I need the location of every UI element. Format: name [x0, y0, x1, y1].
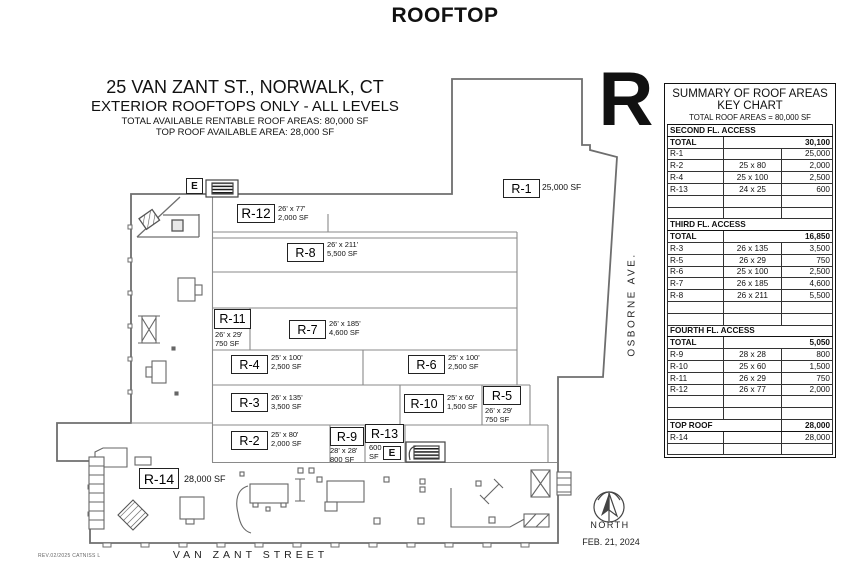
elevator-top-label: E: [186, 178, 203, 194]
parapet-ticks: [87, 224, 530, 548]
north-arrow-icon: [593, 491, 625, 523]
roof-dims-r8: 26' x 211'5,500 SF: [327, 240, 359, 258]
roof-dims-r3: 26' x 135'3,500 SF: [271, 393, 303, 411]
table-row: [666, 194, 834, 208]
roof-dims-r10: 25' x 60'1,500 SF: [447, 393, 478, 411]
top-roof-line: TOP ROOF AVAILABLE AREA: 28,000 SF: [155, 127, 335, 138]
roof-label-r14: R-14: [139, 468, 179, 489]
table-row: [666, 312, 834, 326]
street-label-van-zant: VAN ZANT STREET: [172, 549, 329, 561]
roof-label-r10: R-10: [404, 394, 444, 413]
section-header-row: SECOND FL. ACCESS: [667, 124, 833, 137]
table-row: [666, 395, 834, 409]
roof-dims-r11: 26' x 29'750 SF: [215, 330, 243, 348]
total-rentable-line: TOTAL AVAILABLE RENTABLE ROOF AREAS: 80,…: [121, 116, 369, 127]
roof-label-r11: R-11: [214, 309, 251, 329]
big-letter-r: R: [598, 57, 654, 142]
roof-label-r7: R-7: [289, 320, 326, 339]
key-chart-total: TOTAL ROOF AREAS = 80,000 SF: [689, 113, 811, 122]
key-chart-title: SUMMARY OF ROOF AREAS: [672, 88, 828, 100]
elevator-bottom-label: E: [383, 446, 401, 460]
section-header-row: THIRD FL. ACCESS: [667, 218, 833, 232]
north-label: NORTH: [590, 520, 630, 530]
roof-label-r5: R-5: [483, 386, 521, 405]
roof-dims-r4: 25' x 100'2,500 SF: [271, 353, 303, 371]
stair-top-icon: [205, 179, 239, 198]
roof-label-r6: R-6: [408, 355, 445, 374]
roof-label-r3: R-3: [231, 393, 268, 412]
roof-dims-r5: 26' x 29'750 SF: [485, 406, 513, 424]
street-label-osborne: OSBORNE AVE.: [626, 252, 638, 357]
table-row: [666, 300, 834, 314]
left-wing-equipment: [138, 277, 203, 396]
section-header-row: FOURTH FL. ACCESS: [667, 324, 833, 338]
roof-dims-r12: 26' x 77'2,000 SF: [278, 204, 309, 222]
roof-label-r9: R-9: [330, 427, 364, 446]
roof-area-r14: 28,000 SF: [184, 474, 226, 484]
roof-label-r13: R-13: [365, 424, 404, 443]
roof-dims-r2: 25' x 80'2,000 SF: [271, 430, 302, 448]
ramp-icon: [136, 196, 200, 238]
roof-label-r8: R-8: [287, 243, 324, 262]
address-title: 25 VAN ZANT ST., NORWALK, CT: [106, 77, 384, 97]
table-row: [666, 407, 834, 420]
revision-note: REV.02/2025 CATNISS L: [38, 553, 101, 559]
roof-label-r1: R-1: [503, 179, 540, 198]
stair-bottom-icon: [405, 441, 446, 463]
date-label: FEB. 21, 2024: [582, 537, 640, 547]
key-chart: SUMMARY OF ROOF AREAS KEY CHART TOTAL RO…: [664, 83, 836, 459]
roof-label-r2: R-2: [231, 431, 268, 450]
key-chart-subtitle: KEY CHART: [717, 100, 783, 112]
lower-roof-equipment: [88, 447, 572, 534]
roof-label-r4: R-4: [231, 355, 268, 374]
roof-dims-r7: 26' x 185'4,600 SF: [329, 319, 361, 337]
table-row: [666, 442, 834, 456]
roof-dims-r6: 25' x 100'2,500 SF: [448, 353, 480, 371]
roof-label-r12: R-12: [237, 204, 275, 223]
roof-dims-r9: 28' x 28'800 SF: [330, 446, 358, 464]
building-outline: [56, 78, 618, 544]
address-subtitle: EXTERIOR ROOFTOPS ONLY - ALL LEVELS: [91, 98, 399, 115]
page-title: ROOFTOP: [391, 4, 499, 27]
roof-area-r1: 25,000 SF: [542, 182, 582, 192]
table-row: [666, 206, 834, 220]
